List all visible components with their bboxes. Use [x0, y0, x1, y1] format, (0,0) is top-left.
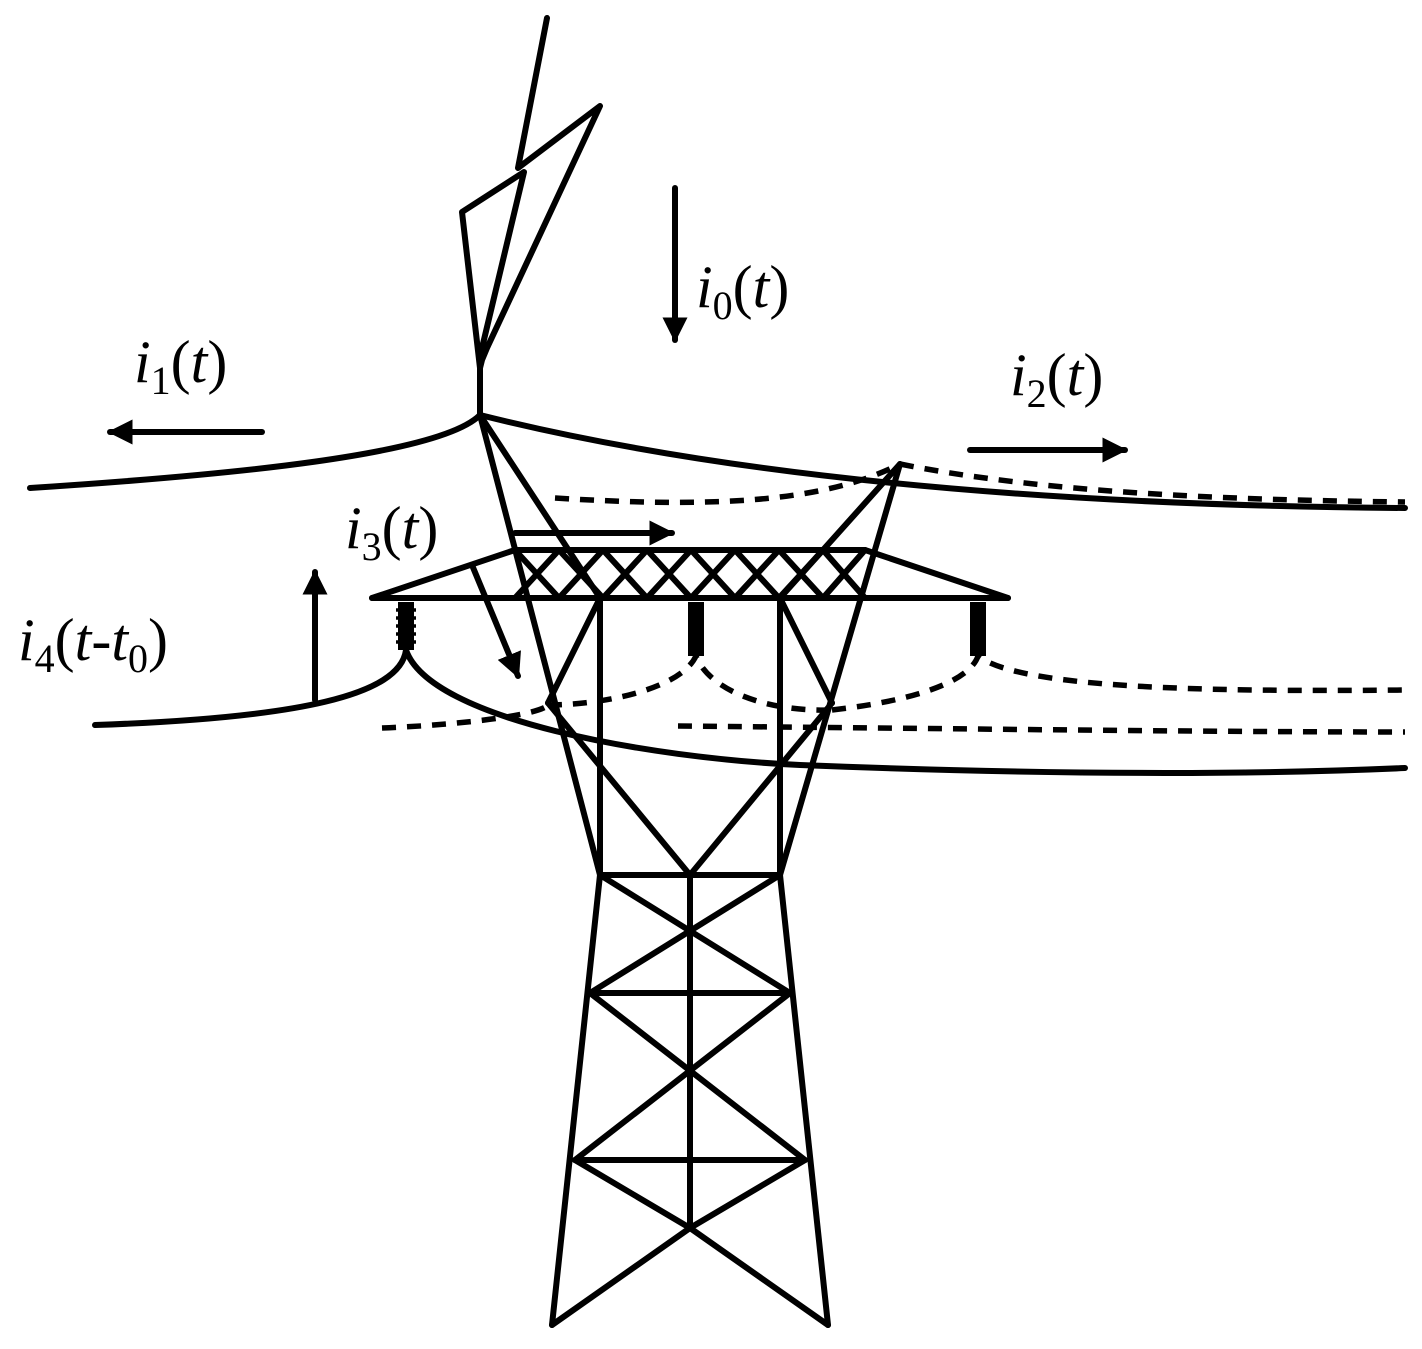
phase-conductor-left-rear [381, 702, 551, 731]
insulator-middle [688, 602, 704, 656]
insulator-right [970, 602, 986, 656]
label-i2: i2(t) [1010, 342, 1103, 416]
phase-conductor-middle-rear [547, 649, 833, 713]
phase-conductor-right-rear [831, 651, 1406, 713]
tower-lower-body [549, 872, 831, 1328]
ground-wire-right-rear [899, 461, 1406, 505]
insulator-left [396, 602, 416, 650]
phase-conductor-left-far [403, 647, 1408, 776]
phase-conductor-rear-bottom [677, 723, 1406, 735]
tower-peak-right-b [777, 461, 903, 878]
label-i0: i0(t) [696, 254, 789, 328]
label-i3: i3(t) [345, 495, 438, 569]
tower-peak-left-a [477, 412, 603, 601]
label-i4: i4(t-t0) [18, 607, 168, 681]
label-i1: i1(t) [134, 329, 227, 403]
tower-peak-left-b [477, 412, 603, 878]
phase-conductor-left-near [92, 647, 409, 728]
ground-wire-right [477, 412, 1408, 511]
tower-crossarm [369, 547, 1011, 601]
ground-wire-rear-left [554, 461, 902, 506]
lightning-bolt-icon [459, 15, 603, 371]
ground-wire-left [27, 412, 483, 491]
arrow-i3-diagonal [469, 562, 521, 679]
